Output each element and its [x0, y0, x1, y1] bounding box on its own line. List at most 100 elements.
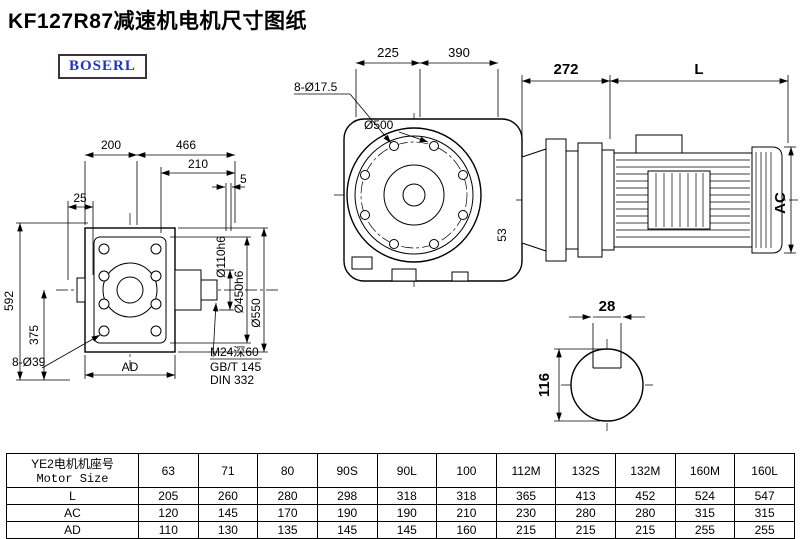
stator-block	[647, 170, 711, 230]
table-cell: 255	[734, 521, 795, 539]
table-row-ad: AD 110 130 135 145 145 160 215 215 215 2…	[6, 521, 795, 539]
bolt-circle	[360, 141, 468, 249]
table-cell: 280	[257, 487, 318, 505]
side-view: Ø500 8-Ø17.5 53 225 390	[294, 45, 534, 287]
dim-motor-l: L	[694, 61, 703, 78]
terminal-box	[635, 134, 683, 154]
table-header-cn: YE2电机机座号	[31, 457, 114, 471]
column-header: 90L	[376, 453, 438, 488]
column-header: 132S	[555, 453, 616, 488]
bolt-hole	[98, 325, 110, 337]
table-cell: 547	[734, 487, 795, 505]
dim-front-466: 466	[176, 138, 196, 152]
column-header: 112M	[495, 453, 557, 488]
flange-hole	[389, 141, 399, 151]
shaft-bore	[402, 183, 426, 207]
label-side-holes: 8-Ø17.5	[294, 80, 338, 94]
dim-front-375: 375	[27, 325, 41, 345]
bolt-hole	[98, 298, 110, 310]
motor-view: 272 L AC	[516, 61, 798, 262]
flange-hole	[458, 170, 468, 180]
dim-motor-272: 272	[553, 61, 578, 78]
bolt-hole	[150, 325, 162, 337]
dim-front-d550: Ø550	[249, 298, 263, 328]
column-header: 160M	[674, 453, 736, 488]
table-cell: 145	[376, 521, 438, 539]
brand-logo-text: BOSERL	[69, 58, 136, 74]
column-header: 63	[138, 453, 199, 488]
flange-step	[354, 135, 474, 255]
table-cell: 205	[138, 487, 199, 505]
table-cell: 145	[197, 504, 259, 522]
flange-hole	[429, 141, 439, 151]
bearing-boss	[383, 164, 445, 226]
column-header: 160L	[734, 453, 795, 488]
dim-front-ad: AD	[122, 360, 139, 374]
dim-front-25: 25	[73, 191, 87, 205]
dim-side-53: 53	[495, 228, 509, 242]
row-label: AD	[6, 521, 139, 539]
output-hub	[174, 269, 202, 311]
dim-shaft-28: 28	[599, 298, 616, 315]
left-boss	[76, 277, 86, 303]
dim-front-592: 592	[2, 291, 16, 311]
table-cell: 260	[197, 487, 259, 505]
technical-drawing: 200 466 210 5 25 592 375 8-Ø39 AD	[2, 45, 798, 431]
motor-flange	[577, 142, 603, 258]
page-title: KF127R87减速机电机尺寸图纸	[8, 10, 308, 33]
motor-endbell	[601, 149, 615, 251]
column-header: 132M	[615, 453, 676, 488]
table-cell: 318	[436, 487, 497, 505]
brand-logo: BOSERL	[58, 54, 147, 79]
table-cell: 280	[555, 504, 616, 522]
row-label: L	[6, 487, 139, 505]
bolt-hole	[150, 243, 162, 255]
output-shaft	[200, 279, 218, 301]
column-header: 80	[257, 453, 318, 488]
table-cell: 190	[316, 504, 378, 522]
table-header-en: Motor Size	[36, 472, 109, 486]
housing-detail	[451, 271, 469, 282]
table-cell: 524	[674, 487, 736, 505]
bolt-hole	[150, 270, 162, 282]
flange-d500	[346, 127, 482, 263]
adapter-flange	[545, 138, 567, 262]
table-cell: 215	[555, 521, 616, 539]
table-cell: 170	[257, 504, 318, 522]
note-front-m24: M24深60	[210, 345, 259, 359]
dim-front-d110: Ø110h6	[214, 236, 228, 278]
label-side-d500: Ø500	[364, 118, 394, 132]
shaft-circle	[570, 348, 644, 422]
label-front-holes: 8-Ø39	[12, 355, 46, 369]
table-cell: 298	[316, 487, 378, 505]
table-cell: 160	[436, 521, 497, 539]
table-cell: 215	[615, 521, 676, 539]
table-cell: 365	[495, 487, 557, 505]
table-row-l: L 205 260 280 298 318 318 365 413 452 52…	[6, 487, 795, 505]
table-cell: 318	[376, 487, 438, 505]
adapter-bell	[521, 148, 547, 252]
table-cell: 110	[138, 521, 199, 539]
shaft-section-view: 28 116	[536, 298, 653, 431]
center-bore-inner	[116, 276, 144, 304]
housing-detail	[391, 268, 417, 282]
dim-side-390: 390	[448, 45, 470, 60]
adapter-spacer	[565, 150, 579, 250]
fan-cowl	[751, 146, 783, 254]
flange-hole	[389, 239, 399, 249]
table-cell: 315	[674, 504, 736, 522]
table-cell: 120	[138, 504, 199, 522]
column-header: 71	[197, 453, 259, 488]
flange-hole	[360, 170, 370, 180]
flange-hole	[458, 210, 468, 220]
dim-motor-ac: AC	[772, 192, 789, 214]
bolt-hole	[98, 243, 110, 255]
table-cell: 210	[436, 504, 497, 522]
bolt-hole	[98, 270, 110, 282]
table-cell: 190	[376, 504, 438, 522]
table-cell: 145	[316, 521, 378, 539]
table-cell: 452	[615, 487, 676, 505]
dim-shaft-116: 116	[536, 373, 553, 397]
dim-front-200: 200	[101, 138, 121, 152]
housing-detail	[351, 256, 373, 270]
